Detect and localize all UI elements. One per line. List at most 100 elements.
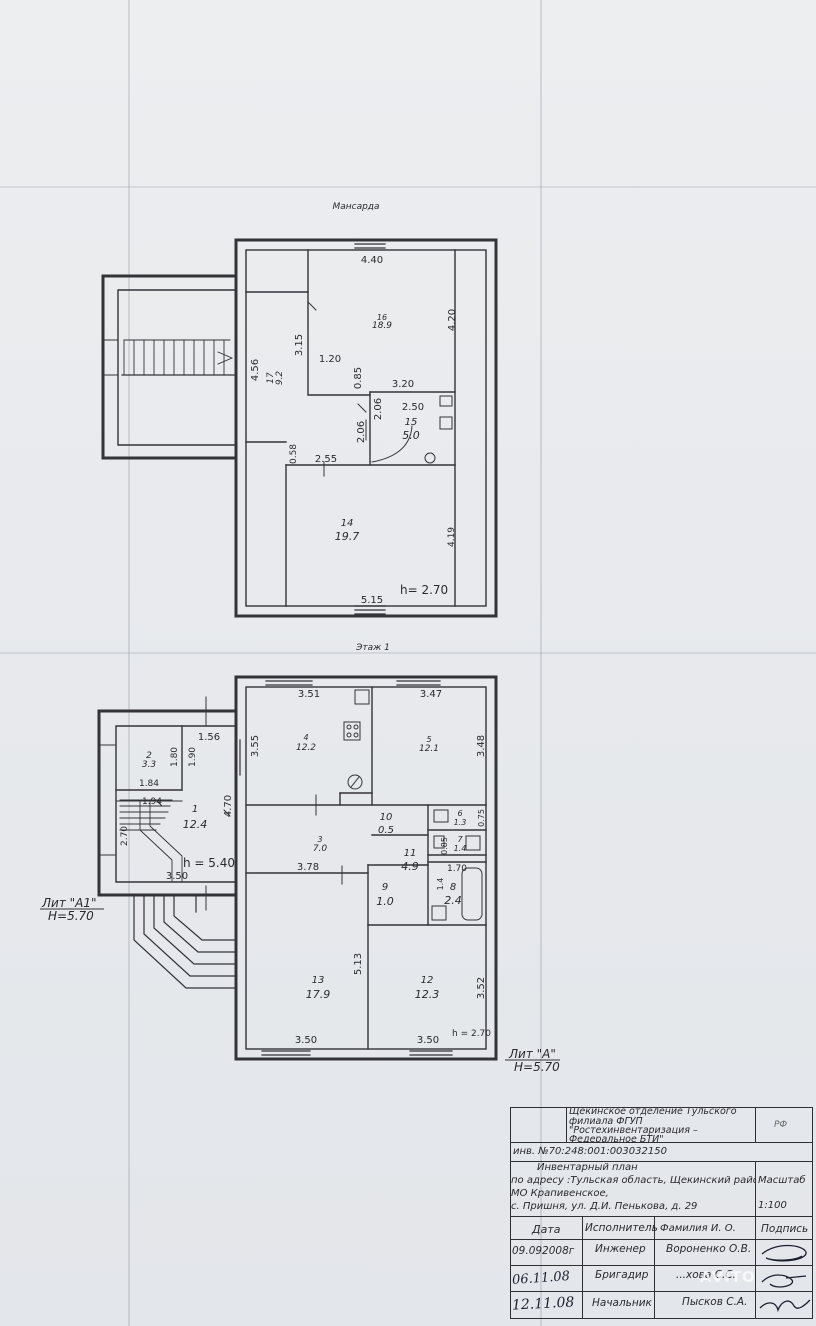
dim-first-3-78: 3.78 <box>297 862 319 873</box>
room-label-9: 9 1.0 <box>376 882 394 908</box>
room-label-7: 7 1.4 <box>454 835 467 853</box>
liter-a-height: H=5.70 <box>514 1060 560 1074</box>
annex-stair <box>119 799 183 883</box>
bath-fixtures <box>431 809 483 921</box>
inventory-number: инв. №70:248:001:003032150 <box>513 1146 667 1157</box>
scale-value: 1:100 <box>758 1200 787 1211</box>
org-cell: Щекинское отделение Тульского филиала ФГ… <box>566 1107 756 1143</box>
room-label-5: 5 12.1 <box>419 735 439 754</box>
svg-text:7.0: 7.0 <box>313 844 328 854</box>
first-floor-height-note: h = 2.70 <box>452 1029 491 1039</box>
dim-first-1-80: 1.80 <box>170 747 180 767</box>
dim-attic-4-40: 4.40 <box>361 255 383 266</box>
room-label-14: 14 19.7 <box>335 518 360 543</box>
stamp-empty-cell <box>510 1107 567 1143</box>
first-floor-tick-marks <box>155 696 343 911</box>
rf-mark: РФ <box>774 1120 788 1130</box>
scale-label: Масштаб <box>758 1175 806 1186</box>
org-line-2: филиала ФГУП <box>569 1116 643 1127</box>
dim-first-0-75: 0.75 <box>477 809 486 827</box>
svg-text:12.1: 12.1 <box>419 744 439 754</box>
row-2-name: ...хова С.С. <box>676 1269 736 1281</box>
svg-text:1: 1 <box>192 804 198 815</box>
org-line-3: "Ростехинвентаризация – <box>569 1125 698 1136</box>
dim-attic-3-20: 3.20 <box>392 379 414 390</box>
dim-first-4-70: 4.70 <box>223 795 234 817</box>
address-cell: Инвентарный план по адресу :Тульская обл… <box>510 1161 756 1217</box>
room-label-12: 12 12.3 <box>415 975 440 1001</box>
room-label-10: 10 0.5 <box>378 812 394 836</box>
dim-first-3-50-b: 3.50 <box>417 1035 439 1046</box>
svg-text:18.9: 18.9 <box>372 321 392 331</box>
dim-first-3-48: 3.48 <box>476 735 487 757</box>
dim-first-3-47: 3.47 <box>420 689 442 700</box>
svg-text:12: 12 <box>421 975 434 986</box>
dim-first-3-55: 3.55 <box>250 735 261 757</box>
row-3-date: 12.11.08 <box>511 1294 575 1314</box>
svg-text:17: 17 <box>266 372 276 384</box>
svg-text:6: 6 <box>457 809 462 818</box>
room-label-1: 1 12.4 <box>183 804 208 831</box>
paper-fold-horizontal-top <box>0 186 816 188</box>
svg-text:10: 10 <box>380 812 393 823</box>
table-col-divider <box>755 1216 757 1319</box>
svg-text:2.4: 2.4 <box>444 894 462 907</box>
svg-text:2: 2 <box>146 751 152 761</box>
first-floor-windows <box>235 676 453 1060</box>
document-title: Инвентарный план <box>537 1162 638 1173</box>
table-row-divider <box>510 1239 813 1241</box>
paper-fold-horizontal-middle <box>0 652 816 654</box>
attic-tick-marks <box>307 301 367 477</box>
table-row-divider <box>510 1291 813 1293</box>
address-line-3: с. Пришня, ул. Д.И. Пенькова, д. 29 <box>511 1201 698 1212</box>
dim-attic-2-50: 2.50 <box>402 402 424 413</box>
attic-stair-annex <box>101 274 238 460</box>
header-signature: Подпись <box>761 1223 809 1235</box>
svg-text:9: 9 <box>382 882 388 893</box>
dim-attic-3-15: 3.15 <box>294 334 305 356</box>
dim-first-1-4: 1.4 <box>436 878 445 891</box>
header-name: Фамилия И. О. <box>660 1223 736 1234</box>
room-label-3: 3 7.0 <box>313 835 328 854</box>
room-label-6: 6 1.3 <box>454 809 467 827</box>
dim-first-2-70: 2.70 <box>120 826 130 846</box>
room-label-2: 2 3.3 <box>142 751 157 770</box>
liter-a1-height: H=5.70 <box>48 909 94 923</box>
svg-text:4.9: 4.9 <box>401 860 419 873</box>
svg-text:1.0: 1.0 <box>376 895 394 908</box>
room-label-15: 15 5.0 <box>402 417 420 442</box>
rf-cell: РФ <box>755 1107 813 1143</box>
attic-partitions <box>245 249 456 607</box>
entrance-steps <box>133 894 237 989</box>
kitchen-fixtures <box>343 689 370 790</box>
svg-text:17.9: 17.9 <box>306 988 331 1001</box>
svg-text:4: 4 <box>303 733 308 742</box>
paper-fold-vertical <box>540 0 542 1326</box>
dim-first-1-94: 1.94 <box>142 797 162 807</box>
room-label-4: 4 12.2 <box>296 733 316 753</box>
header-executor: Исполнитель <box>585 1222 658 1234</box>
dim-first-3-50-a: 3.50 <box>295 1035 317 1046</box>
attic-windows <box>354 239 386 615</box>
dim-attic-2-06-b: 2.06 <box>356 421 367 443</box>
attic-title: Мансарда <box>332 202 379 212</box>
svg-text:1.3: 1.3 <box>454 818 467 827</box>
inventory-cell: инв. №70:248:001:003032150 <box>510 1142 813 1162</box>
svg-text:13: 13 <box>312 975 325 986</box>
row-2-role: Бригадир <box>595 1269 649 1281</box>
dim-first-1-90: 1.90 <box>188 747 198 767</box>
room-label-8: 8 2.4 <box>444 882 462 907</box>
org-line-4: Федеральное БТИ" <box>569 1134 664 1143</box>
first-floor-partitions <box>245 686 487 1050</box>
row-1-date: 09.092008г <box>512 1245 575 1257</box>
svg-text:15: 15 <box>405 417 418 428</box>
svg-text:11: 11 <box>404 848 417 859</box>
dim-first-0-85: 0.85 <box>440 837 449 855</box>
svg-text:12.4: 12.4 <box>183 818 208 831</box>
row-1-role: Инженер <box>595 1243 646 1255</box>
dim-first-5-13: 5.13 <box>353 953 364 975</box>
dim-attic-2-55: 2.55 <box>315 454 337 465</box>
address-line-1: по адресу :Тульская область, Щекинский р… <box>511 1175 756 1186</box>
